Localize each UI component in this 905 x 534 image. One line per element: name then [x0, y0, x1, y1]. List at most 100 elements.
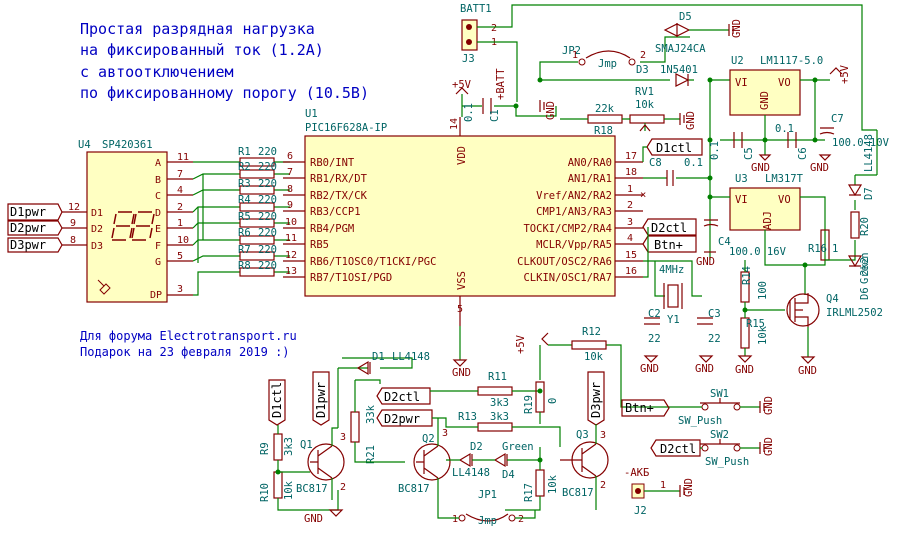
r9-ref: R9	[259, 442, 271, 455]
u1-pin-name: AN0/RA0	[568, 157, 612, 169]
net-label-d2ctl: D2ctl	[660, 442, 696, 456]
c1-value: 0.1	[463, 103, 475, 122]
led-emit-icon	[97, 279, 111, 295]
c4-value: 100.0 16V	[729, 246, 787, 258]
u4-pin-name: F	[155, 241, 161, 252]
r18-ref: R18	[594, 125, 613, 137]
r-bank-ref: R6	[238, 227, 251, 239]
jp2-value: Jmp	[598, 58, 617, 70]
q3-pin: 3	[600, 430, 606, 441]
c6-ref: C6	[797, 147, 809, 160]
plus5v-label: +5V	[452, 79, 472, 91]
u1-pin-num: 7	[287, 167, 293, 178]
u4-pin-name: DP	[150, 290, 162, 301]
d1-ref: D1	[372, 351, 385, 363]
footer-line-2: Подарок на 23 февраля 2019 :)	[80, 345, 290, 359]
u1-pin-num: 1	[627, 184, 633, 195]
u1-body	[304, 135, 616, 297]
u4-pin-num: 3	[177, 284, 183, 295]
gnd-label: GND	[683, 478, 695, 497]
u4-pin-name: C	[155, 191, 161, 202]
r17-value: 10k	[547, 474, 559, 494]
c2-value: 22	[648, 333, 661, 345]
r12-ref: R12	[582, 326, 601, 338]
y1-crystal: 4MHz Y1 C2 22 C3 22 GND GND	[640, 227, 721, 375]
r-bank-val: 220	[258, 194, 277, 206]
u1-pin-num: 15	[625, 250, 637, 261]
q3-pin: 2	[600, 480, 606, 491]
gnd-label: GND	[735, 364, 754, 376]
c3-ref: C3	[708, 308, 721, 320]
batt1-ref: BATT1	[460, 3, 492, 15]
plus5v-label: +5V	[515, 334, 527, 354]
u3-value: LM317T	[765, 173, 804, 185]
gnd-label: GND	[545, 101, 557, 120]
r-bank-ref: R7	[238, 244, 251, 256]
u1-gnd: GND	[452, 326, 471, 379]
u1-pin-name: MCLR/Vpp/RA5	[536, 239, 612, 251]
r-bank-val: 220	[258, 146, 277, 158]
r21-ref: R21	[365, 445, 377, 464]
net-label-d1ctl: D1ctl	[656, 141, 692, 155]
net-label-d2pwr: D2pwr	[384, 412, 420, 426]
gnd-label: GND	[798, 365, 817, 377]
r17-ref: R17	[523, 483, 535, 502]
u4-ref: U4	[78, 139, 91, 151]
sw2-value: SW_Push	[705, 456, 749, 468]
q4-switch: R14 100 R15 10k Q4 IRLML2502 GND GND	[735, 260, 883, 377]
c5-ref: C5	[743, 147, 755, 160]
u1-pin-num: 2	[627, 200, 633, 211]
r20-value: 2k2	[859, 257, 871, 276]
net-label-d3pwr: D3pwr	[589, 382, 603, 418]
sw1-ref: SW1	[710, 388, 729, 400]
u1-pin-name: CLKIN/OSC1/RA7	[523, 272, 612, 284]
u1-pin-name: TOCKI/CMP2/RA4	[523, 223, 612, 235]
u1-right-net-labels: D2ctl Btn+	[642, 218, 697, 253]
u1-pin-name: RB2/TX/CK	[310, 190, 368, 202]
u1-pin-num: 16	[625, 266, 637, 277]
u1-vss-label: VSS	[456, 271, 468, 290]
gnd-label: GND	[810, 162, 829, 174]
c8-value: 0.1	[684, 157, 703, 169]
battery-connector: BATT1 2 1 J3 +BATT	[460, 3, 877, 131]
u4-pin-num: 9	[70, 218, 76, 229]
jp1-pin: 2	[518, 514, 524, 525]
u4-pin-name: D2	[91, 224, 103, 235]
button-section: +5V R12 10k Btn+ SW1 GND SW_Push D2ctl S…	[515, 326, 775, 517]
r-bank-val: 220	[258, 260, 277, 272]
d2-value: LL4148	[452, 467, 490, 479]
u1-pin-num: 6	[287, 151, 293, 162]
net-label-d2ctl: D2ctl	[384, 390, 420, 404]
q4-ref: Q4	[826, 293, 839, 305]
u1-pin-num: 18	[625, 167, 637, 178]
u1-pin-name: CMP1/AN3/RA3	[536, 206, 612, 218]
u1-pin-name: AN1/RA1	[568, 173, 612, 185]
u1-pin-num: 12	[285, 250, 297, 261]
jp1-pin: 1	[452, 514, 458, 525]
net-label-shape	[7, 220, 63, 236]
net-label-d2ctl: D2ctl	[651, 221, 687, 235]
c8-ref: C8	[649, 157, 662, 169]
r-bank-ref: R2	[238, 161, 251, 173]
q2-ref: Q2	[422, 433, 435, 445]
d4-ref: D4	[502, 469, 515, 481]
u1-pin-name: RB1/RX/DT	[310, 173, 368, 185]
jp2-pin: 1	[572, 50, 578, 61]
c1-ref: C1	[489, 109, 501, 122]
u4-pin-num: 10	[177, 235, 189, 246]
gnd-label: GND	[763, 437, 775, 456]
r20-ref: R20	[859, 217, 871, 236]
transistor-section: D1ctl D1pwr D3pwr D2ctl D2pwr D1 LL4148 …	[259, 351, 609, 527]
r-bank-ref: R3	[238, 178, 251, 190]
u4-pin-name: D1	[91, 208, 103, 219]
r14-ref: R14	[741, 266, 753, 285]
c1-decoupling: +5V 0.1 C1 GND	[452, 79, 557, 122]
u2-vi: VI	[735, 77, 748, 89]
u3-body	[729, 187, 801, 231]
rv1-value: 10k	[635, 99, 655, 111]
rv1-r18-divider: 22k R18 RV1 10k GND	[560, 86, 697, 137]
d7-ref: D7	[863, 187, 875, 200]
u2-gnd: GND	[759, 91, 771, 110]
r10-value: 10k	[283, 480, 295, 500]
